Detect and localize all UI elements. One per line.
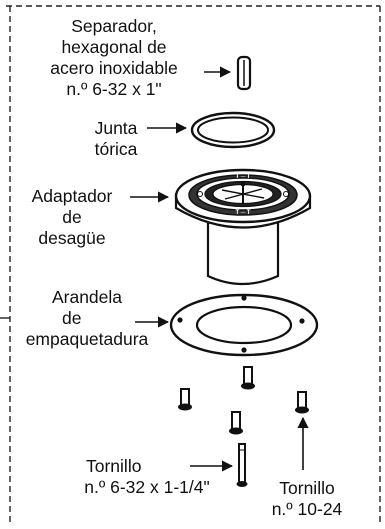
short-screw-4 — [295, 391, 309, 414]
gasket-label: Arandela de empaquetadura — [16, 287, 158, 350]
standoff-line-1: Separador, — [71, 16, 157, 36]
standoff-line-4: n.º 6-32 x 1" — [66, 79, 162, 99]
flange-mark-top: T ─ T — [236, 174, 251, 180]
long-screw — [236, 443, 248, 487]
short-screw-2 — [241, 366, 255, 390]
gasket-line-1: Arandela — [51, 287, 123, 307]
short-screw-3 — [229, 411, 243, 435]
drain-adapter-line-3: desagüe — [38, 228, 106, 248]
standoff-line-3: acero inoxidable — [50, 58, 178, 78]
dashed-frame — [0, 5, 381, 526]
drain-adapter-part — [174, 168, 312, 286]
flange-mark-bottom: T ─ T — [236, 210, 251, 216]
long-screw-label: Tornillo n.º 6-32 x 1-1/4" — [60, 456, 234, 498]
long-screw-line-2: n.º 6-32 x 1-1/4" — [84, 477, 210, 497]
standoff-part — [236, 55, 252, 91]
gasket-line-3: empaquetadura — [25, 329, 149, 349]
long-screw-line-1: Tornillo — [86, 456, 142, 476]
standoff-label: Separador, hexagonal de acero inoxidable… — [28, 16, 200, 100]
o-ring-line-2: tórica — [94, 139, 138, 159]
short-screw-1 — [178, 388, 192, 411]
short-screw-line-1: Tornillo — [279, 478, 335, 498]
short-screw-line-2: n.º 10-24 — [271, 499, 343, 519]
drain-adapter-line-2: de — [62, 207, 82, 227]
drain-adapter-line-1: Adaptador — [31, 186, 113, 206]
o-ring-label: Junta tórica — [86, 118, 146, 160]
standoff-line-2: hexagonal de — [61, 37, 167, 57]
gasket-line-2: de — [62, 308, 82, 328]
short-screw-label: Tornillo n.º 10-24 — [262, 478, 352, 520]
o-ring-line-1: Junta — [94, 118, 138, 138]
drain-adapter-label: Adaptador de desagüe — [18, 186, 126, 249]
gasket-part — [169, 293, 319, 357]
o-ring-part — [190, 111, 276, 149]
